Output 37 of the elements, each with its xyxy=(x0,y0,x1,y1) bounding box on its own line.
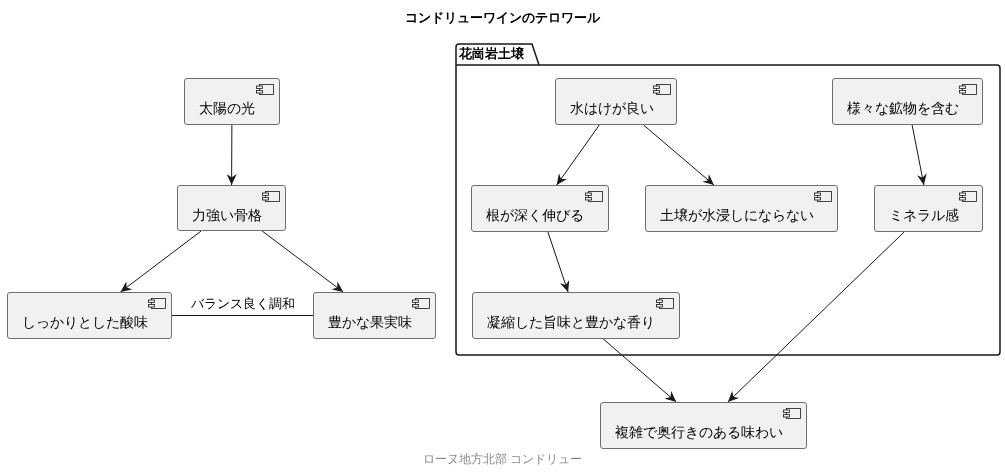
package-frame xyxy=(455,43,1001,356)
component-label: 太陽の光 xyxy=(199,100,255,116)
component-box xyxy=(472,292,680,339)
edge-label: バランス良く調和 xyxy=(189,295,296,311)
component-label: 豊かな果実味 xyxy=(328,314,412,330)
connector-line xyxy=(171,315,314,316)
component-label: 複雑で奥行きのある味わい xyxy=(615,424,783,440)
component-label: 根が深く伸びる xyxy=(486,207,584,223)
arrow xyxy=(556,124,600,186)
component-box xyxy=(874,185,983,232)
component-label: 土壌が水浸しにならない xyxy=(660,207,814,223)
arrow xyxy=(643,124,715,186)
component-box xyxy=(600,402,807,449)
arrow xyxy=(547,231,570,293)
arrow xyxy=(602,338,677,403)
arrow xyxy=(120,230,202,293)
footer-text: ローヌ地方北部 コンドリュー xyxy=(422,452,583,466)
component-box xyxy=(177,185,286,231)
package-title: 花崗岩土壌 xyxy=(459,46,524,62)
component-label: ミネラル感 xyxy=(889,207,959,223)
arrow xyxy=(261,230,344,293)
diagram-title: コンドリューワインのテロワール xyxy=(405,10,600,25)
component-box xyxy=(313,292,436,339)
component-label: 凝縮した旨味と豊かな香り xyxy=(487,314,655,330)
arrow xyxy=(911,124,927,186)
component-box xyxy=(7,292,172,339)
component-label: 力強い骨格 xyxy=(192,207,262,223)
component-box xyxy=(471,185,609,232)
component-label: しっかりとした酸味 xyxy=(22,314,148,330)
component-box xyxy=(555,78,677,125)
component-label: 水はけが良い xyxy=(570,100,654,116)
component-box xyxy=(184,78,280,125)
component-box xyxy=(645,185,838,232)
arrow xyxy=(226,124,237,186)
component-box xyxy=(832,78,983,125)
component-label: 様々な鉱物を含む xyxy=(847,100,959,116)
arrow xyxy=(727,231,905,403)
